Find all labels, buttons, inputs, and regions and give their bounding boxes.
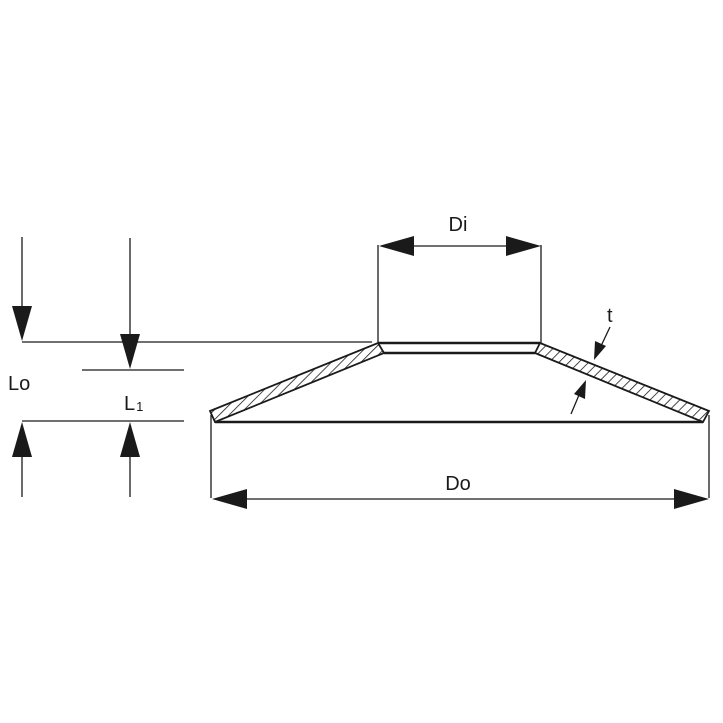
left-leg-section (208, 341, 386, 424)
l1-arrow-top (120, 334, 140, 369)
loaded-height-dimension: L1 (82, 238, 184, 497)
do-arrow-left (212, 489, 247, 509)
right-leg-section (533, 341, 711, 424)
l1-label-main: L (124, 393, 135, 415)
lo-arrow-bottom (12, 422, 32, 457)
l1-arrow-bottom (120, 422, 140, 457)
di-label: Di (449, 214, 468, 236)
t-label: t (607, 305, 613, 327)
do-label: Do (445, 473, 471, 495)
thickness-dimension: t (570, 305, 613, 415)
t-arrow-top (594, 341, 606, 360)
t-leader-bottom (570, 394, 580, 415)
spring-cross-section (208, 341, 711, 424)
l1-label: L1 (124, 393, 143, 415)
di-arrow-left (379, 236, 414, 256)
t-arrow-bottom (574, 380, 586, 399)
inner-diameter-dimension: Di (377, 214, 542, 343)
outer-diameter-dimension: Do (210, 415, 710, 509)
t-leader-top (600, 326, 611, 347)
lo-arrow-top (12, 306, 32, 341)
free-height-dimension: Lo (8, 237, 372, 497)
di-arrow-right (506, 236, 541, 256)
lo-label: Lo (8, 373, 30, 395)
l1-label-subscript: 1 (136, 399, 143, 414)
do-arrow-right (674, 489, 709, 509)
